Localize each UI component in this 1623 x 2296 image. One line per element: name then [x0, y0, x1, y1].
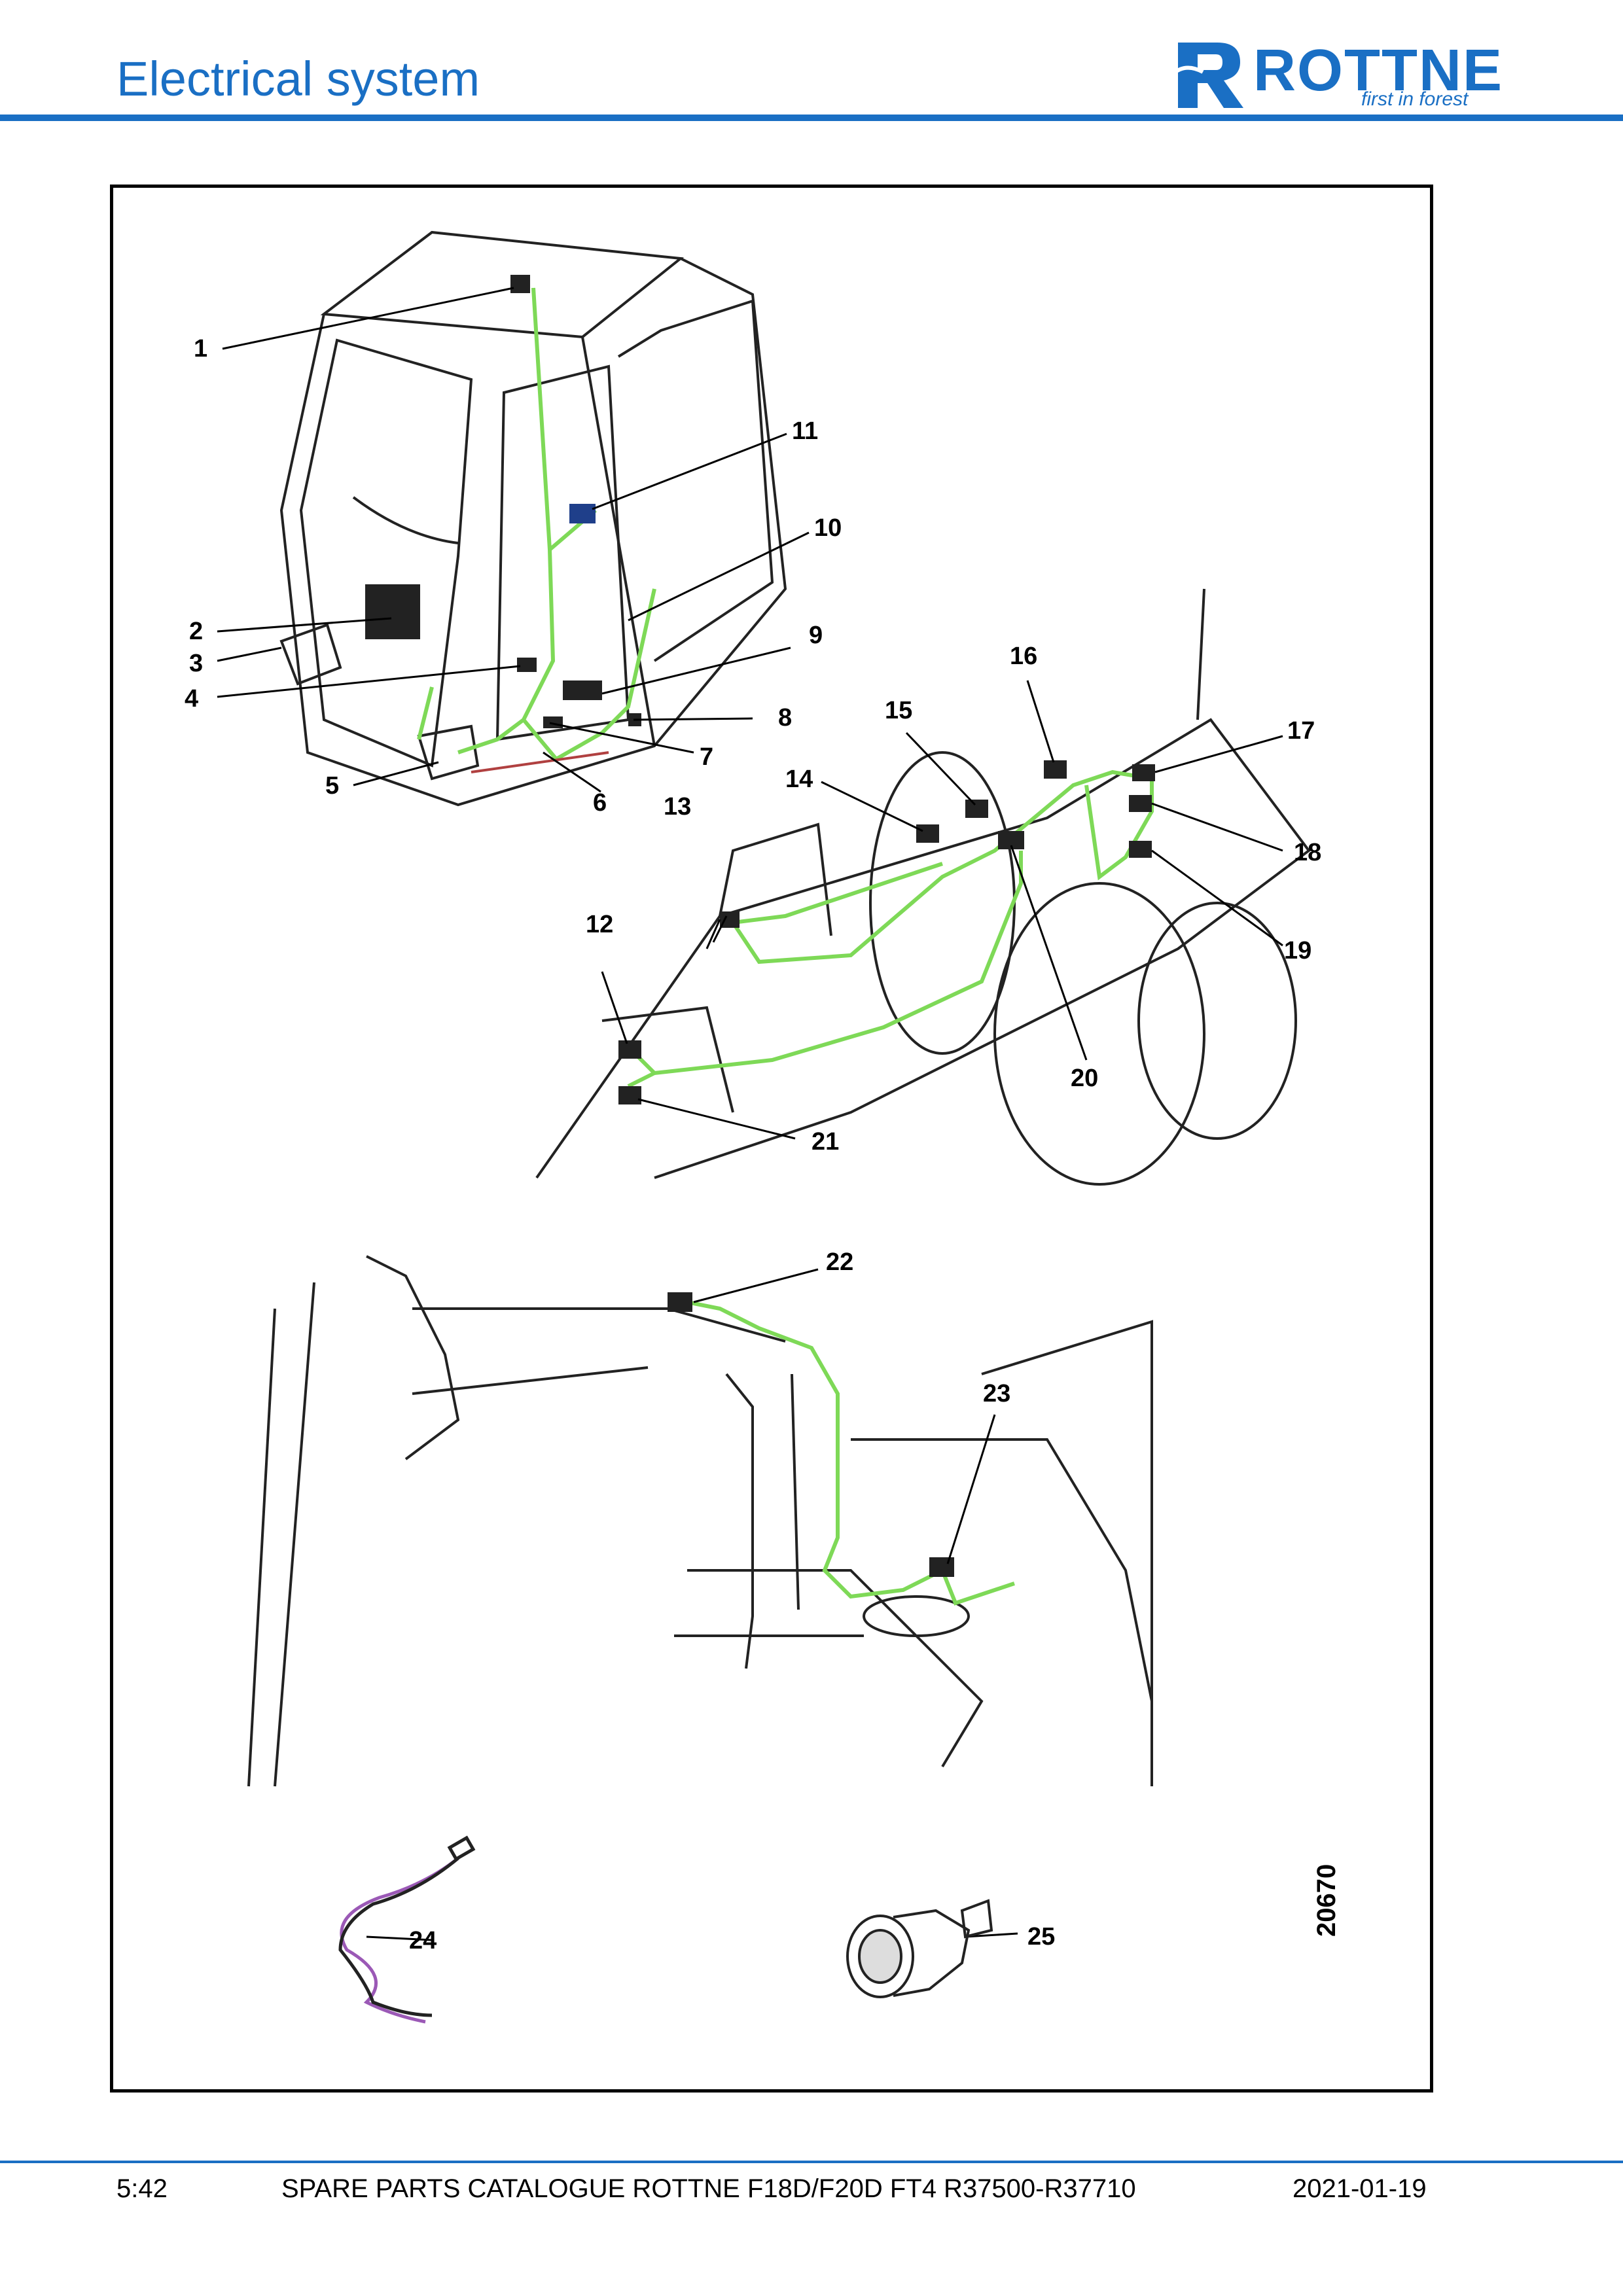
logo-brand-text: ROTTNE [1253, 38, 1503, 103]
callout-15: 15 [885, 697, 913, 724]
callout-21: 21 [812, 1128, 840, 1156]
cab-harness [417, 287, 656, 762]
callout-9: 9 [809, 622, 823, 649]
callout-8: 8 [778, 704, 793, 732]
crane-drawing [247, 1255, 1153, 1787]
cab-drawing [279, 230, 787, 807]
logo-tagline: first in forest [1361, 88, 1469, 110]
callout-11: 11 [792, 417, 819, 445]
callout-13: 13 [664, 793, 692, 821]
callout-2: 2 [189, 618, 204, 645]
header-divider [0, 115, 1623, 121]
callout-19: 19 [1284, 937, 1312, 964]
machine-components [618, 760, 1155, 1104]
connector-part-25 [846, 1899, 993, 1998]
figure-frame [110, 185, 1433, 2093]
figure-reference-number: 20670 [1312, 1863, 1341, 1937]
callout-5: 5 [325, 772, 340, 800]
callout-6: 6 [593, 789, 607, 817]
machine-front-drawing [535, 588, 1311, 1186]
wire-part-24 [338, 1835, 476, 2024]
callout-23: 23 [983, 1380, 1011, 1407]
catalogue-title: SPARE PARTS CATALOGUE ROTTNE F18D/F20D F… [281, 2174, 1136, 2203]
callout-14: 14 [785, 766, 813, 793]
callout-3: 3 [189, 650, 204, 677]
leader-lines [217, 287, 1283, 1941]
brand-logo: ROTTNE first in forest [1171, 36, 1512, 111]
page-title: Electrical system [116, 52, 480, 106]
callout-10: 10 [814, 514, 842, 542]
callout-25: 25 [1027, 1923, 1056, 1951]
callout-4: 4 [185, 685, 199, 713]
callout-7: 7 [700, 743, 714, 771]
callout-1: 1 [194, 335, 208, 362]
machine-harness [626, 769, 1154, 1088]
callout-16: 16 [1010, 643, 1038, 670]
callout-17: 17 [1287, 717, 1315, 745]
callout-22: 22 [826, 1248, 854, 1276]
footer-divider [0, 2161, 1623, 2163]
page-number: 5:42 [116, 2174, 168, 2203]
crane-components [668, 1292, 954, 1577]
cab-components [510, 275, 641, 728]
cab-floor [471, 751, 609, 773]
rottne-r-logo-icon [1171, 43, 1243, 108]
callout-24: 24 [409, 1927, 437, 1954]
callout-12: 12 [586, 911, 614, 938]
publication-date: 2021-01-19 [1293, 2174, 1427, 2203]
callout-20: 20 [1071, 1065, 1099, 1092]
callout-18: 18 [1294, 839, 1322, 866]
crane-harness [687, 1300, 1015, 1606]
